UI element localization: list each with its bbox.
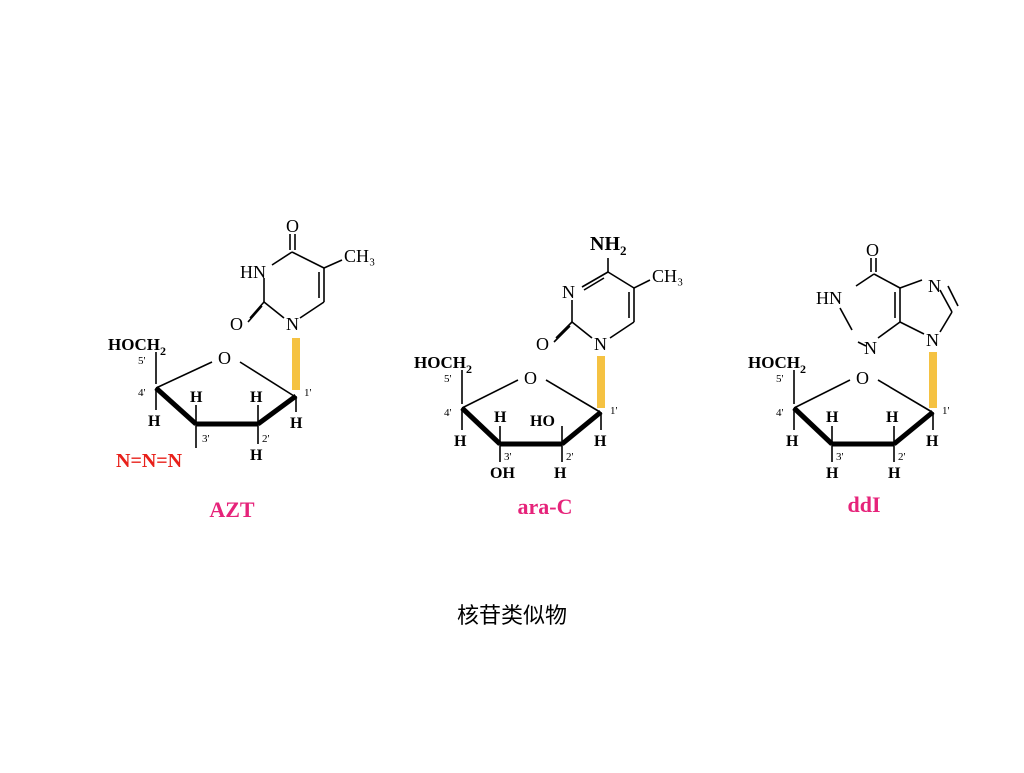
azt-azide-group: N=N=N bbox=[116, 450, 183, 472]
azt-pos-4: 4' bbox=[138, 387, 146, 399]
ddi-pos-5: 5' bbox=[776, 373, 784, 385]
azt-carbonyl-o: O bbox=[286, 216, 299, 236]
ddi-carbonyl-o: O bbox=[866, 240, 879, 260]
arac-n1: N bbox=[594, 334, 607, 354]
azt-h3: H bbox=[190, 389, 203, 406]
arac-ho2: HO bbox=[530, 413, 555, 430]
ddi-hoch2: HOCH2 bbox=[748, 353, 806, 376]
arac-name: ara-C bbox=[518, 494, 573, 519]
ddi-h4: H bbox=[786, 433, 799, 450]
arac-h4: H bbox=[454, 433, 467, 450]
azt-methyl: CH₃ bbox=[344, 246, 375, 266]
ddi-n3: N bbox=[864, 338, 877, 358]
azt-ring-o: O bbox=[218, 348, 231, 368]
arac-pos-4: 4' bbox=[444, 407, 452, 419]
arac-base-bonds bbox=[553, 258, 651, 343]
arac-ring-o: O bbox=[524, 368, 537, 388]
azt-nh: HN bbox=[240, 262, 266, 282]
ddi-h1: H bbox=[926, 433, 939, 450]
azt-n1: N bbox=[286, 314, 299, 334]
arac-h1: H bbox=[594, 433, 607, 450]
azt-carbonyl-o2: O bbox=[230, 314, 243, 334]
azt-pos-2: 2' bbox=[262, 433, 270, 445]
arac-hoch2: HOCH2 bbox=[414, 353, 472, 376]
ddi-h3: H bbox=[826, 409, 839, 426]
azt-h2b: H bbox=[250, 447, 263, 464]
arac-molecule: NH2 CH₃ N O N O HOCH2 5' 4' 3' 2' 1' H H… bbox=[414, 233, 683, 519]
ddi-name: ddI bbox=[847, 492, 880, 517]
ddi-pos-4: 4' bbox=[776, 407, 784, 419]
azt-sugar-bonds bbox=[154, 352, 298, 448]
arac-sugar-bonds bbox=[460, 370, 603, 462]
arac-pos-2: 2' bbox=[566, 451, 574, 463]
arac-n3: N bbox=[562, 282, 575, 302]
ddi-ring-o: O bbox=[856, 368, 869, 388]
arac-h3: H bbox=[494, 409, 507, 426]
azt-name: AZT bbox=[209, 497, 255, 522]
arac-pos-5: 5' bbox=[444, 373, 452, 385]
azt-pos-5: 5' bbox=[138, 355, 146, 367]
azt-hoch2: HOCH2 bbox=[108, 335, 166, 358]
ddi-pos-3: 3' bbox=[836, 451, 844, 463]
ddi-h2: H bbox=[886, 409, 899, 426]
azt-base-bonds bbox=[247, 234, 343, 323]
ddi-h2b: H bbox=[888, 465, 901, 482]
ddi-base-bonds bbox=[839, 258, 959, 347]
arac-carbonyl-o: O bbox=[536, 334, 549, 354]
arac-pos-3: 3' bbox=[504, 451, 512, 463]
ddi-pos-1: 1' bbox=[942, 405, 950, 417]
arac-oh3: OH bbox=[490, 465, 515, 482]
azt-h2: H bbox=[250, 389, 263, 406]
azt-pos-3: 3' bbox=[202, 433, 210, 445]
azt-molecule: O HN CH₃ O N O HOCH2 5' 4' 3' 2' 1' H H … bbox=[108, 216, 375, 522]
ddi-n7: N bbox=[928, 276, 941, 296]
arac-pos-1: 1' bbox=[610, 405, 618, 417]
azt-pos-1: 1' bbox=[304, 387, 312, 399]
arac-h2b: H bbox=[554, 465, 567, 482]
ddi-pos-2: 2' bbox=[898, 451, 906, 463]
azt-h1: H bbox=[290, 415, 303, 432]
arac-methyl: CH₃ bbox=[652, 266, 683, 286]
ddi-n9: N bbox=[926, 330, 939, 350]
ddi-nh: HN bbox=[816, 288, 842, 308]
azt-h4: H bbox=[148, 413, 161, 430]
ddi-molecule: O HN N N N O HOCH2 5' 4' 3' 2' 1' H H H … bbox=[748, 240, 959, 517]
ddi-h3b: H bbox=[826, 465, 839, 482]
arac-amino: NH2 bbox=[590, 233, 627, 258]
ddi-sugar-bonds bbox=[792, 370, 935, 462]
figure-caption: 核苷类似物 bbox=[456, 604, 567, 629]
